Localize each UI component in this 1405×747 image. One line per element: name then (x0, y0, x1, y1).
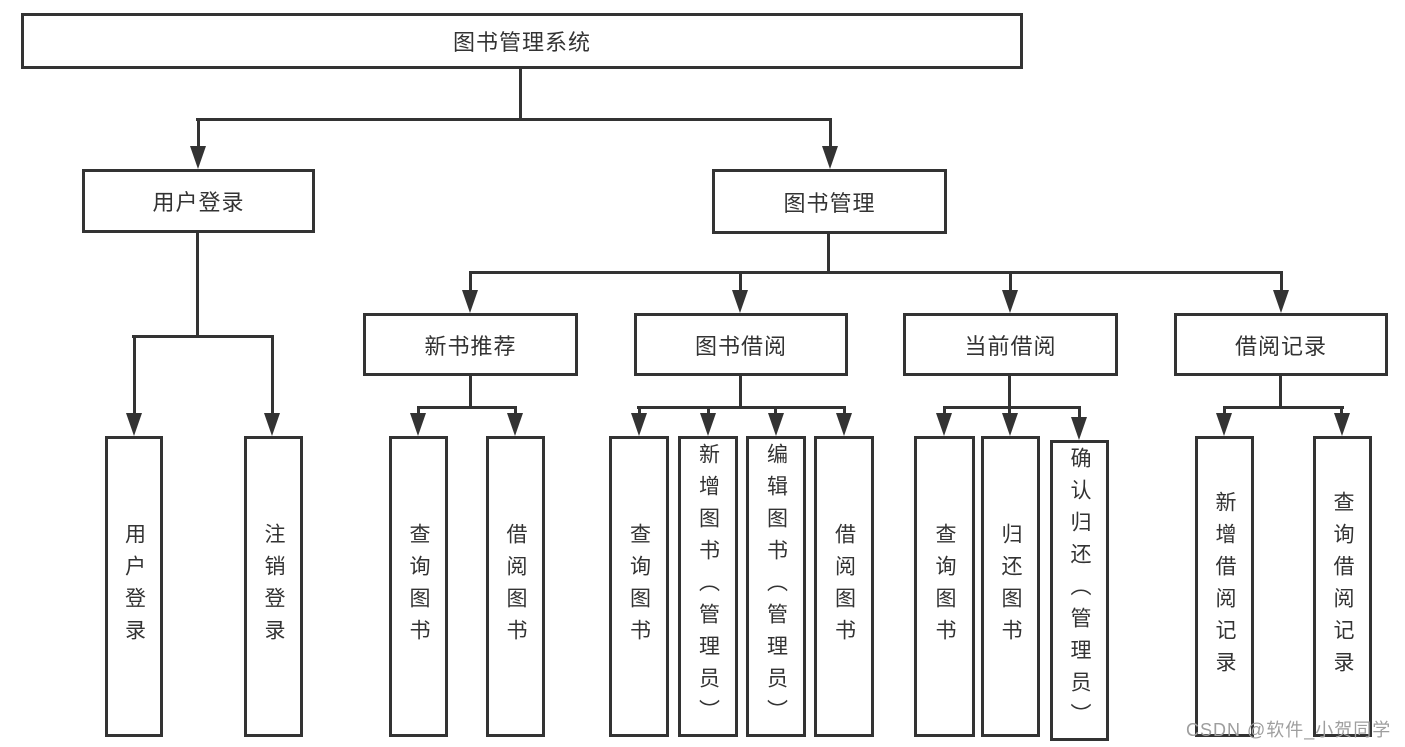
connector-line (1009, 271, 1012, 292)
connector-line (637, 406, 846, 409)
connector-line (739, 271, 742, 292)
connector-line (1223, 406, 1344, 409)
connector-line (707, 406, 710, 415)
connector-line (827, 234, 830, 273)
leaf-label: 新增图书（管理员） (696, 442, 720, 731)
connector-line (133, 335, 136, 415)
connector-line (829, 118, 832, 148)
node-user-login: 用户登录 (82, 169, 315, 233)
connector-line (739, 376, 742, 408)
csdn-watermark: CSDN @软件_小贺同学 (1186, 720, 1392, 740)
leaf-borrow-edit-book-admin: 编辑图书（管理员） (746, 436, 806, 737)
leaf-label: 查询图书 (627, 522, 651, 651)
leaf-record-add-borrow-record: 新增借阅记录 (1195, 436, 1254, 737)
arrow-down-icon (768, 413, 784, 436)
arrow-down-icon (126, 413, 142, 436)
arrow-down-icon (700, 413, 716, 436)
connector-line (1340, 406, 1343, 415)
leaf-logout: 注销登录 (244, 436, 303, 737)
leaf-current-query-book: 查询图书 (914, 436, 975, 737)
arrow-down-icon (1216, 413, 1232, 436)
connector-line (469, 271, 1282, 274)
connector-line (774, 406, 777, 415)
leaf-label: 查询图书 (407, 522, 430, 651)
leaf-recommend-query-book: 查询图书 (389, 436, 448, 737)
leaf-label: 借阅图书 (832, 522, 856, 651)
leaf-label: 编辑图书（管理员） (764, 442, 788, 731)
arrow-down-icon (631, 413, 647, 436)
leaf-current-confirm-return-admin: 确认归还（管理员） (1050, 440, 1109, 741)
leaf-borrow-add-book-admin: 新增图书（管理员） (678, 436, 738, 737)
leaf-label: 新增借阅记录 (1213, 490, 1236, 683)
connector-line (196, 118, 832, 121)
connector-line (417, 406, 420, 415)
connector-line (1223, 406, 1226, 415)
connector-line (1008, 376, 1011, 408)
connector-line (514, 406, 517, 415)
node-book-borrow: 图书借阅 (634, 313, 848, 376)
node-new-book-recommend: 新书推荐 (363, 313, 578, 376)
node-borrow-record: 借阅记录 (1174, 313, 1388, 376)
leaf-borrow-borrow-book: 借阅图书 (814, 436, 874, 737)
connector-line (943, 406, 1081, 409)
leaf-user-login: 用户登录 (105, 436, 163, 737)
leaf-label: 确认归还（管理员） (1068, 446, 1091, 735)
connector-line (132, 335, 274, 338)
arrow-down-icon (264, 413, 280, 436)
arrow-down-icon (732, 290, 748, 313)
arrow-down-icon (1071, 417, 1087, 440)
leaf-label: 查询图书 (933, 522, 956, 651)
arrow-down-icon (507, 413, 523, 436)
arrow-down-icon (822, 146, 838, 169)
arrow-down-icon (1002, 413, 1018, 436)
connector-line (638, 406, 641, 415)
leaf-label: 用户登录 (122, 522, 146, 651)
leaf-recommend-borrow-book: 借阅图书 (486, 436, 545, 737)
leaf-current-return-book: 归还图书 (981, 436, 1040, 737)
connector-line (417, 406, 517, 409)
leaf-record-query-borrow-record: 查询借阅记录 (1313, 436, 1372, 737)
connector-line (519, 69, 522, 119)
node-root: 图书管理系统 (21, 13, 1023, 69)
connector-line (1280, 271, 1283, 292)
arrow-down-icon (1334, 413, 1350, 436)
connector-line (943, 406, 946, 415)
connector-line (1008, 406, 1011, 415)
leaf-label: 查询借阅记录 (1331, 490, 1354, 683)
arrow-down-icon (190, 146, 206, 169)
arrow-down-icon (936, 413, 952, 436)
leaf-label: 借阅图书 (504, 522, 527, 651)
arrow-down-icon (1273, 290, 1289, 313)
connector-line (469, 271, 472, 292)
connector-line (1078, 406, 1081, 418)
arrow-down-icon (1002, 290, 1018, 313)
node-current-borrow: 当前借阅 (903, 313, 1118, 376)
leaf-borrow-query-book: 查询图书 (609, 436, 669, 737)
node-book-management: 图书管理 (712, 169, 947, 234)
connector-line (197, 118, 200, 148)
arrow-down-icon (462, 290, 478, 313)
arrow-down-icon (836, 413, 852, 436)
leaf-label: 注销登录 (262, 522, 285, 651)
connector-line (843, 406, 846, 415)
connector-line (1279, 376, 1282, 408)
leaf-label: 归还图书 (999, 522, 1022, 651)
arrow-down-icon (410, 413, 426, 436)
connector-line (196, 233, 199, 337)
connector-line (469, 376, 472, 408)
connector-line (271, 335, 274, 415)
